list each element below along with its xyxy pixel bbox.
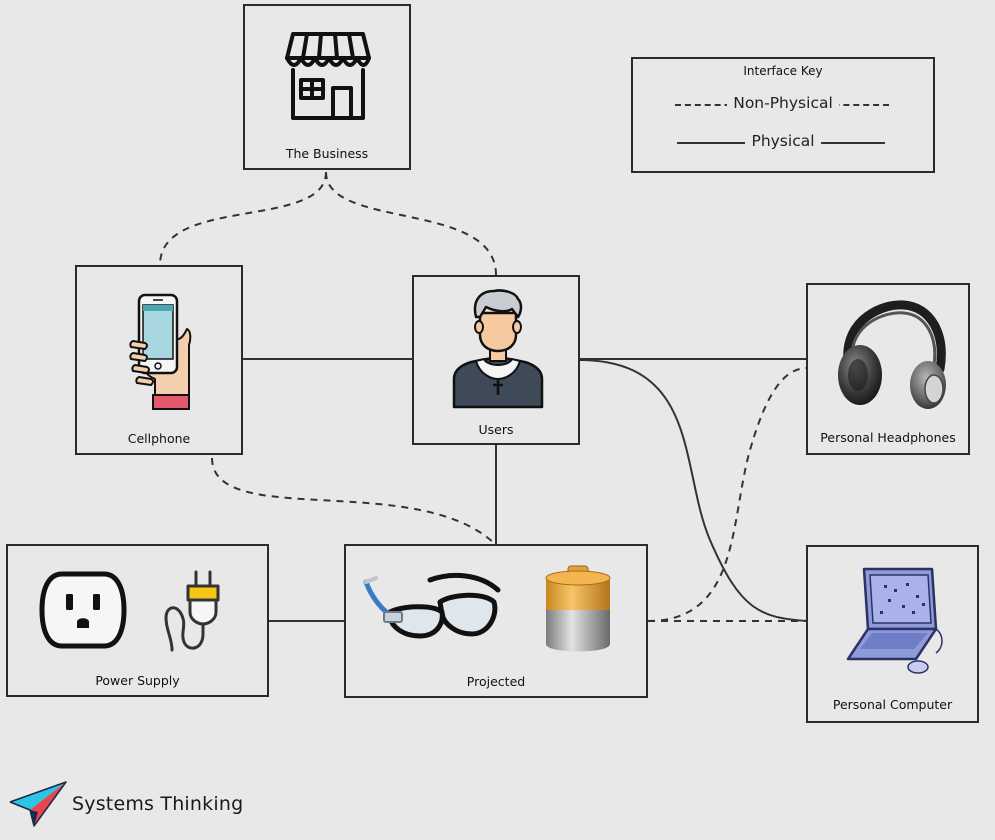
laptop-icon xyxy=(846,567,943,674)
smart-glasses-icon xyxy=(363,572,501,639)
node-personal-computer: Personal Computer xyxy=(806,545,979,723)
link-users-computer xyxy=(578,359,809,622)
power-plug-icon xyxy=(164,570,220,652)
key-row-non-physical: Non-Physical xyxy=(633,93,933,115)
node-projected: Projected xyxy=(344,544,648,698)
node-label: Personal Computer xyxy=(832,697,953,712)
storefront-icon xyxy=(285,32,371,120)
link-business-users xyxy=(325,171,497,276)
node-the-business: The Business xyxy=(243,4,411,170)
paper-plane-icon xyxy=(9,781,67,827)
key-title: Interface Key xyxy=(743,64,823,78)
node-personal-headphones: Personal Headphones xyxy=(806,283,970,455)
node-label: Power Supply xyxy=(95,673,180,688)
node-label: Projected xyxy=(466,674,526,689)
wall-outlet-icon xyxy=(39,571,127,649)
link-projected-headphones xyxy=(647,367,809,622)
battery-icon xyxy=(545,565,611,652)
link-cellphone-projected xyxy=(211,457,497,546)
node-users: Users xyxy=(412,275,580,445)
node-label: Cellphone xyxy=(127,431,191,446)
node-cellphone: Cellphone xyxy=(75,265,243,455)
key-row-physical: Physical xyxy=(633,131,933,153)
node-label: Personal Headphones xyxy=(820,430,956,445)
person-icon xyxy=(452,289,544,409)
key-physical-label: Physical xyxy=(745,132,821,150)
link-business-cellphone xyxy=(159,171,327,266)
node-power-supply: Power Supply xyxy=(6,544,269,697)
brand-logo: Systems Thinking xyxy=(8,780,268,830)
key-non-physical-label: Non-Physical xyxy=(727,94,839,112)
smartphone-in-hand-icon xyxy=(129,293,192,410)
headphones-icon xyxy=(838,300,946,409)
brand-name: Systems Thinking xyxy=(72,793,244,815)
interface-key: Interface Key Non-Physical Physical xyxy=(631,57,935,173)
node-label: Users xyxy=(478,422,514,437)
node-label: The Business xyxy=(285,146,369,161)
